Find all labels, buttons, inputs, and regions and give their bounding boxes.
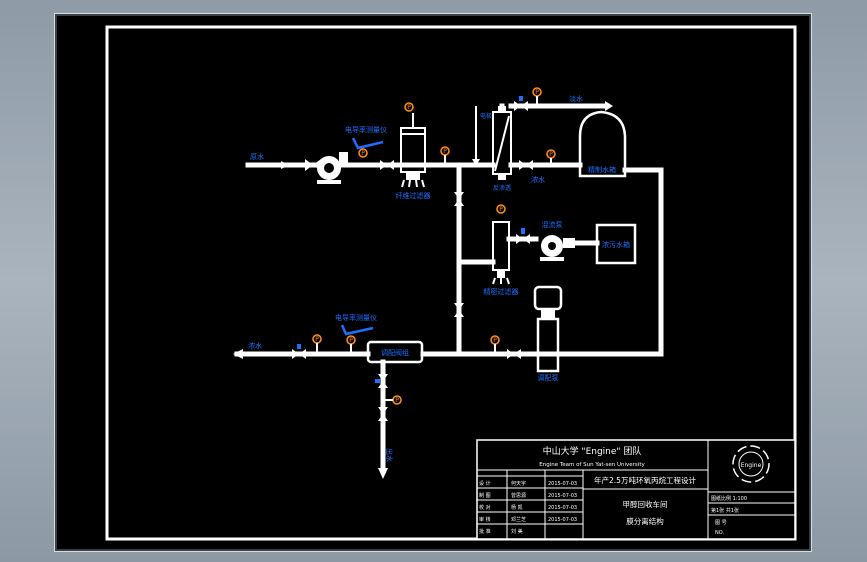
table-row-role: 设 计 (479, 480, 491, 487)
valve-icon (375, 374, 388, 388)
valve-icon (292, 344, 306, 359)
storage-tank-icon: 精制水箱 (578, 110, 627, 178)
valve-icon (514, 96, 528, 111)
table-row-role: 审 核 (479, 516, 491, 523)
waste-tank-label: 浓污水箱 (602, 240, 630, 249)
high-pressure-pump-icon: 调配泵 (533, 285, 563, 382)
pressure-gauge-icon: P (440, 146, 450, 165)
no-label: NO. (715, 530, 724, 536)
drawing-canvas: 原水 电导率测量仪 P 纤维过滤器 P (57, 16, 809, 549)
table-row-role: 批 准 (479, 528, 491, 535)
electrode-line: 电极 (472, 106, 492, 166)
approval-table: 设 计 何天宇 2015-07-03 制 图 曾思源 2015-07-03 校 … (479, 480, 577, 535)
raw-water-label: 原水 (250, 152, 264, 161)
down-label: 出水 (385, 448, 394, 462)
meter-top-label: 电导率测量仪 (345, 125, 387, 134)
outlet-arrow-icon (233, 349, 243, 359)
conductivity-meter-bottom: 电导率测量仪 (335, 313, 377, 336)
svg-text:P: P (395, 397, 399, 404)
svg-text:P: P (549, 151, 553, 158)
pressure-gauge-icon: P (490, 335, 500, 354)
process-flow-diagram: 原水 电导率测量仪 P 纤维过滤器 P (105, 25, 797, 541)
hp-pump-label: 调配泵 (538, 373, 559, 382)
project-title: 年产2.5万吨环氧丙烷工程设计 (594, 475, 696, 485)
drawing-frame (105, 25, 797, 541)
valve-icon (380, 160, 394, 170)
svg-text:P: P (407, 104, 411, 111)
valve-icon (454, 192, 464, 206)
valve-icon (519, 160, 533, 170)
table-row-name: 何天宇 (511, 480, 526, 487)
membrane-module-icon: 反渗透 (492, 106, 512, 192)
title-block: 中山大学 "Engine" 团队 Engine Team of Sun Yat-… (476, 439, 796, 540)
exchanger-label: 调配阀组 (381, 348, 409, 357)
table-row-name: 邓兰芝 (511, 516, 526, 523)
outlet-left-label: 浓水 (248, 341, 262, 350)
scale-label: 图纸比例 1:100 (711, 495, 747, 502)
table-row-name: 曾思源 (511, 492, 526, 499)
sheet-label: 第1张 共1张 (711, 507, 739, 514)
pressure-gauge-icon: P (496, 204, 506, 214)
table-row-date: 2015-07-03 (548, 505, 577, 511)
table-row-name: 刘 美 (511, 528, 523, 535)
product-water-line: 淡水 (499, 94, 613, 111)
table-row-role: 校 对 (479, 504, 491, 511)
water-top-label: 淡水 (569, 94, 583, 103)
pressure-gauge-icon: P (383, 395, 402, 405)
waste-tank-icon: 浓污水箱 (595, 223, 637, 265)
svg-text:P: P (493, 337, 497, 344)
table-row-date: 2015-07-03 (548, 493, 577, 499)
valve-icon (516, 228, 530, 244)
down-arrow-icon (378, 468, 388, 479)
storage-tank-label: 精制水箱 (588, 165, 616, 174)
svg-text:P: P (499, 206, 503, 213)
logo-text: Engine (741, 462, 762, 469)
pressure-gauge-icon: P (404, 102, 414, 112)
table-row-name: 杨 凯 (511, 504, 523, 511)
valve-icon (507, 349, 521, 359)
drawing-name-2: 膜分离结构 (626, 516, 664, 526)
svg-text:P: P (349, 337, 353, 344)
svg-text:P: P (443, 148, 447, 155)
raw-water-inlet-line: 原水 (245, 152, 468, 169)
valve-icon (454, 303, 464, 317)
precision-filter-label: 精密过滤器 (484, 287, 519, 296)
fiber-filter-label: 纤维过滤器 (396, 191, 431, 200)
drawing-no-label: 图 号 (715, 520, 727, 526)
table-row-role: 制 图 (479, 492, 491, 499)
team-logo-icon: Engine (732, 445, 770, 483)
svg-text:P: P (361, 150, 365, 157)
electrode-label: 电极 (480, 112, 492, 120)
precision-filter-icon: 精密过滤器 (484, 221, 519, 296)
mixed-flow-pump-icon: 混流泵 (540, 220, 575, 261)
drawing-name-1: 甲醇回收车间 (623, 499, 668, 509)
mixed-pump-label: 混流泵 (542, 220, 563, 229)
svg-text:P: P (535, 89, 539, 96)
exchanger-icon: 调配阀组 (366, 340, 424, 364)
table-row-date: 2015-07-03 (548, 481, 577, 487)
conductivity-meter-top: 电导率测量仪 (345, 125, 387, 150)
pressure-gauge-icon: P (346, 335, 356, 354)
pressure-gauge-icon: P (312, 334, 322, 354)
pressure-gauge-icon: P (358, 148, 368, 158)
org-title: 中山大学 "Engine" 团队 (543, 445, 642, 457)
fiber-filter-icon: 纤维过滤器 (396, 113, 431, 200)
membrane-label: 反渗透 (493, 184, 511, 192)
org-title-en: Engine Team of Sun Yat-sen University (539, 462, 645, 468)
raw-water-pump-icon (317, 152, 348, 184)
svg-text:P: P (315, 336, 319, 343)
valve-icon (378, 407, 388, 421)
pressure-gauge-icon: P (532, 87, 542, 106)
table-row-date: 2015-07-03 (548, 517, 577, 523)
water-mid-label: 浓水 (531, 175, 545, 184)
meter-bottom-label: 电导率测量仪 (335, 313, 377, 322)
